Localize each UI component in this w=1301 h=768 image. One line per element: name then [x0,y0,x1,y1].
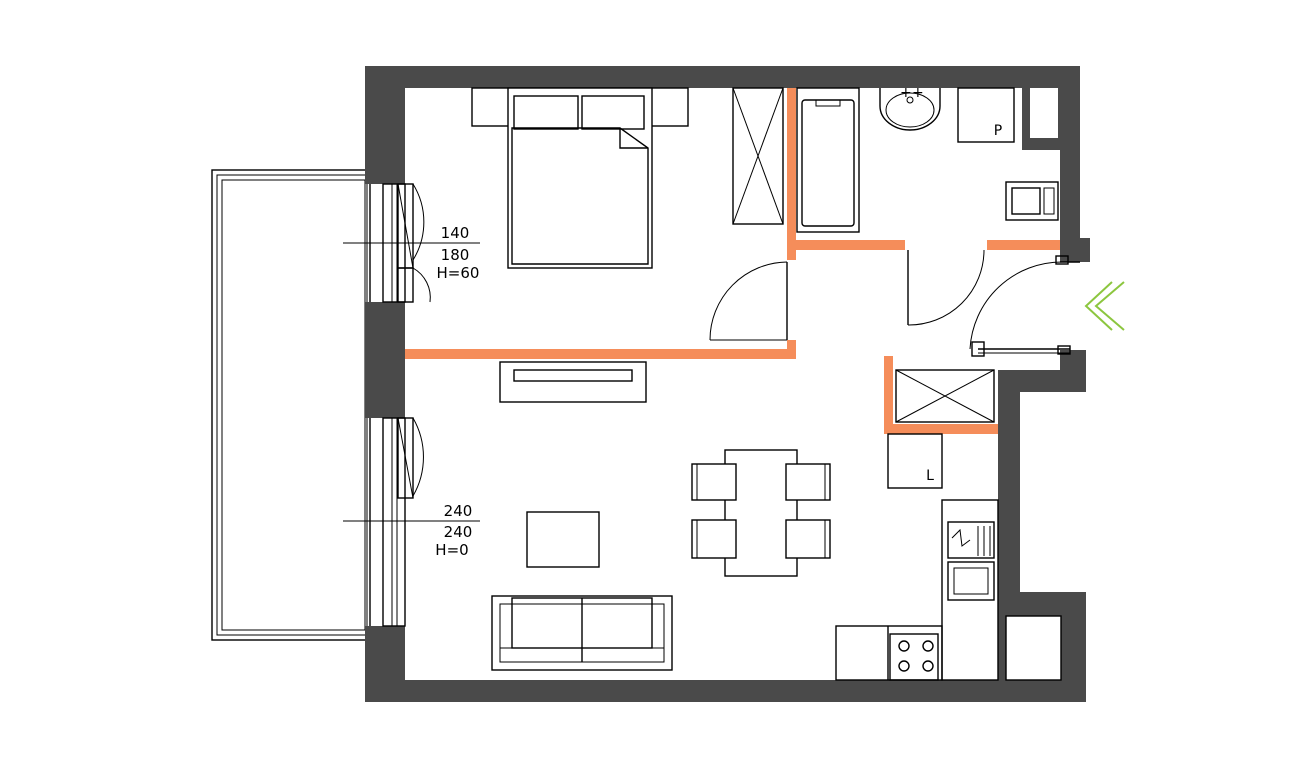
washbasin: + + [879,85,941,131]
fridge: L [887,433,943,489]
double-chevron-left-icon [1084,281,1125,331]
living-room-window-dimensions: 240 240 H=0 [435,502,472,559]
living-room-balcony-door [343,417,480,627]
window-width-label: 240 [444,502,473,520]
bedroom-window [343,183,480,303]
double-bed [471,87,689,269]
exterior-walls [365,66,1086,702]
bedroom-window-dimensions: 140 180 H=60 [437,224,480,282]
window-sill-label: H=60 [437,264,480,282]
fridge-label: L [926,468,934,484]
cooktop [889,633,939,681]
bedroom-door [709,261,788,341]
coffee-table [526,511,600,568]
dining-chairs [691,463,831,559]
window-width-label: 140 [441,224,470,242]
window-sill-label: H=0 [435,541,468,559]
wardrobe [732,87,784,225]
bathtub [796,87,860,233]
kitchen-cabinet [835,625,943,681]
kitchen-counter [941,499,999,681]
tv-stand [499,361,647,403]
bathroom-door [907,249,985,326]
boiler-label: P [994,123,1002,139]
partition-walls [405,88,1060,434]
hall-closet [895,369,995,423]
entrance-door [969,238,1090,357]
svg-text:+: + [900,85,912,101]
balcony [211,169,371,641]
window-height-label: 240 [444,523,473,541]
boiler: P [957,87,1015,143]
window-height-label: 180 [441,246,470,264]
washing-machine [1005,181,1059,221]
svg-text:+: + [912,85,924,101]
sofa [491,595,673,671]
dining-table [724,449,798,577]
